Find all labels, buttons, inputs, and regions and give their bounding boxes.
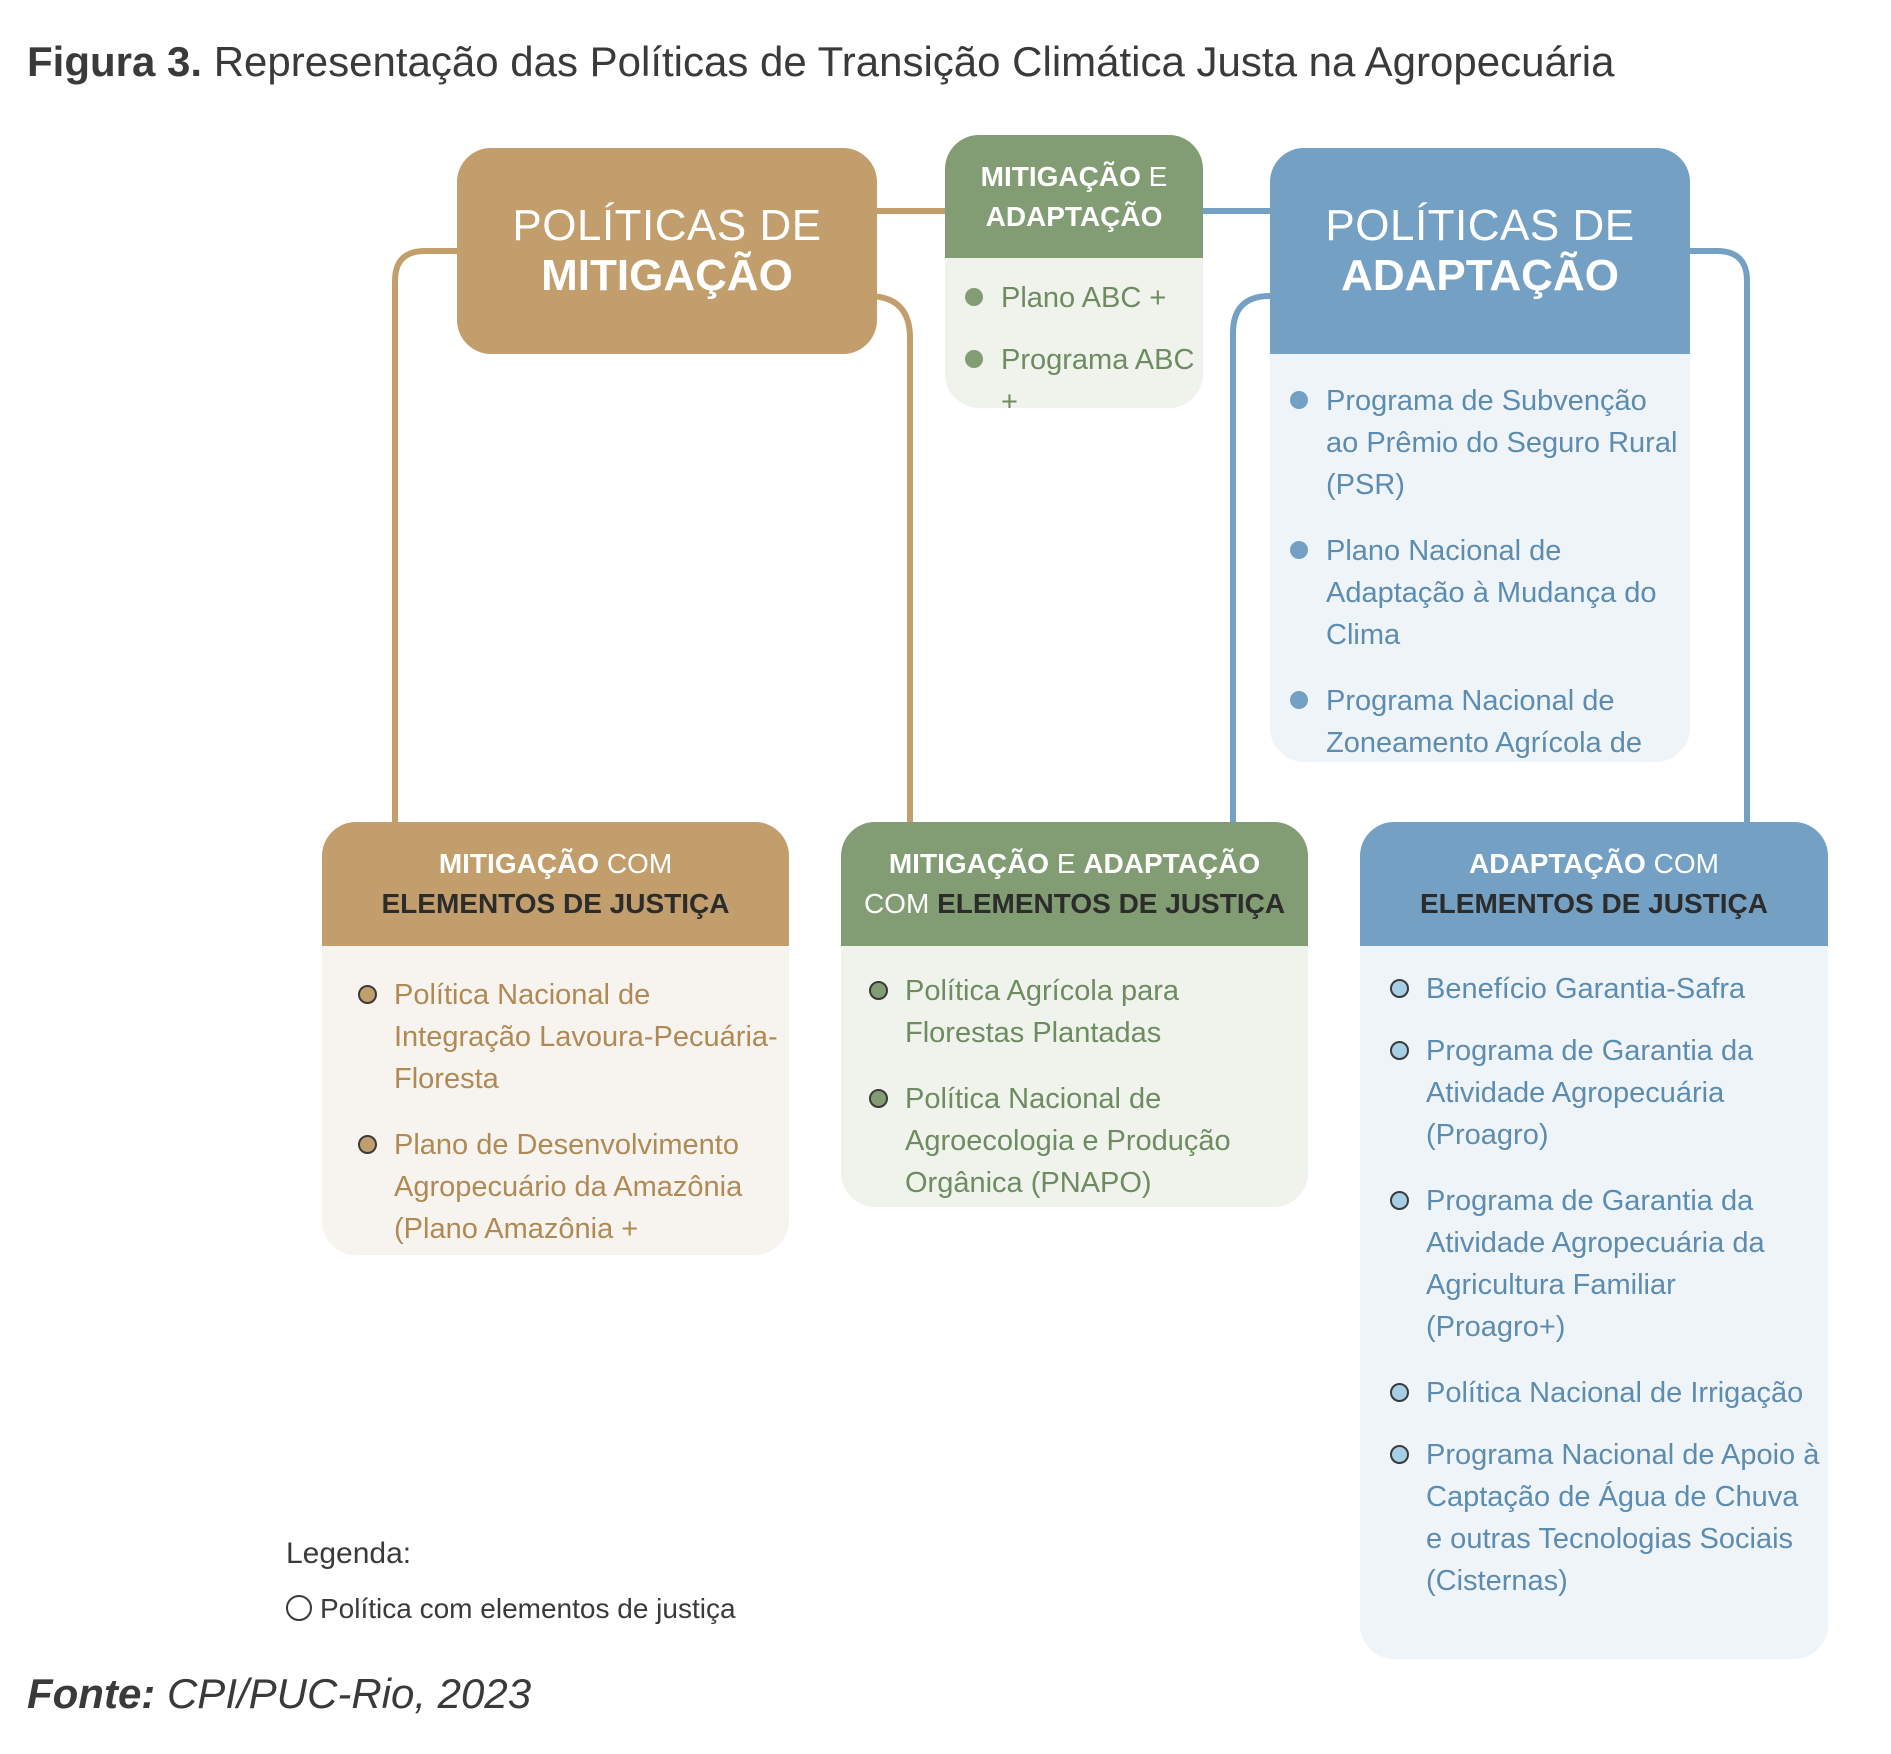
item-list: Política Agrícola para Florestas Plantad… bbox=[841, 946, 1308, 1204]
bullet-icon bbox=[869, 1089, 888, 1108]
connector-mitigacao-left bbox=[392, 248, 457, 822]
header-regular: COM bbox=[1645, 848, 1719, 879]
bullet-icon bbox=[1390, 979, 1409, 998]
bullet-icon bbox=[965, 350, 983, 368]
item-list: Plano ABC + Programa ABC + bbox=[945, 258, 1203, 408]
box-politicas-adaptacao: POLÍTICAS DE ADAPTAÇÃO Programa de Subve… bbox=[1270, 148, 1690, 762]
bullet-icon bbox=[1390, 1191, 1409, 1210]
header-regular: E bbox=[1049, 848, 1084, 879]
source-text: CPI/PUC-Rio, 2023 bbox=[166, 1670, 532, 1717]
list-item: Programa de Garantia da Atividade Agrope… bbox=[1370, 1030, 1822, 1156]
header-bold-adaptacao: ADAPTAÇÃO bbox=[985, 201, 1163, 232]
box-title-line1: POLÍTICAS DE bbox=[512, 201, 822, 250]
list-item: Programa Nacional de Apoio à Captação de… bbox=[1370, 1434, 1822, 1602]
box-mitigacao-com-justica: MITIGAÇÃO COM ELEMENTOS DE JUSTIÇA Polít… bbox=[322, 822, 789, 1255]
list-item: Plano Nacional de Adaptação à Mudança do… bbox=[1270, 530, 1680, 656]
bullet-icon bbox=[1290, 391, 1308, 409]
list-item: Programa ABC + bbox=[945, 339, 1203, 408]
header-bold: ADAPTAÇÃO bbox=[1469, 848, 1646, 879]
list-item: Programa de Subvenção ao Prêmio do Segur… bbox=[1270, 380, 1680, 506]
figure-label: Figura 3. bbox=[27, 38, 203, 85]
item-list: Programa de Subvenção ao Prêmio do Segur… bbox=[1270, 354, 1690, 762]
box-header: MITIGAÇÃO E ADAPTAÇÃO COM ELEMENTOS DE J… bbox=[841, 822, 1308, 946]
bullet-icon bbox=[1390, 1383, 1409, 1402]
connector-adaptacao-right bbox=[1685, 248, 1750, 822]
box-mitigacao-adaptacao-com-justica: MITIGAÇÃO E ADAPTAÇÃO COM ELEMENTOS DE J… bbox=[841, 822, 1308, 1207]
source-note: Fonte: CPI/PUC-Rio, 2023 bbox=[27, 1670, 531, 1718]
bullet-icon bbox=[358, 985, 377, 1004]
bullet-icon bbox=[1390, 1041, 1409, 1060]
box-header: MITIGAÇÃO COM ELEMENTOS DE JUSTIÇA bbox=[322, 822, 789, 946]
header-bold: MITIGAÇÃO bbox=[438, 848, 600, 879]
legend-title: Legenda: bbox=[286, 1537, 412, 1570]
box-politicas-mitigacao: POLÍTICAS DE MITIGAÇÃO bbox=[457, 148, 877, 354]
header-bold-mitigacao: MITIGAÇÃO bbox=[980, 161, 1141, 192]
source-label: Fonte: bbox=[27, 1670, 156, 1717]
header-bold-adaptacao: ADAPTAÇÃO bbox=[1083, 848, 1261, 879]
header-connector: E bbox=[1140, 161, 1168, 192]
header-dark: ELEMENTOS DE JUSTIÇA bbox=[381, 888, 730, 919]
list-item: Benefício Garantia-Safra bbox=[1370, 968, 1822, 1010]
circle-icon bbox=[286, 1595, 312, 1621]
box-mitigacao-e-adaptacao: MITIGAÇÃO E ADAPTAÇÃO Plano ABC + Progra… bbox=[945, 135, 1203, 408]
box-title-line1: POLÍTICAS DE bbox=[1325, 201, 1635, 250]
connector-adaptacao-left bbox=[1230, 293, 1271, 822]
list-item: Programa Nacional de Zoneamento Agrícola… bbox=[1270, 680, 1680, 762]
header-regular-com: COM bbox=[863, 888, 938, 919]
box-header: POLÍTICAS DE ADAPTAÇÃO bbox=[1270, 148, 1690, 354]
bullet-icon bbox=[965, 288, 983, 306]
list-item: Política Nacional de Irrigação bbox=[1370, 1372, 1822, 1414]
header-bold-mitigacao: MITIGAÇÃO bbox=[888, 848, 1050, 879]
box-title-line2: MITIGAÇÃO bbox=[541, 251, 793, 300]
bullet-icon bbox=[1290, 541, 1308, 559]
box-header: ADAPTAÇÃO COM ELEMENTOS DE JUSTIÇA bbox=[1360, 822, 1828, 946]
box-header: MITIGAÇÃO E ADAPTAÇÃO bbox=[945, 135, 1203, 258]
header-dark: ELEMENTOS DE JUSTIÇA bbox=[937, 888, 1286, 919]
item-list: Benefício Garantia-Safra Programa de Gar… bbox=[1360, 946, 1828, 1602]
list-item: Política Nacional de Agroecologia e Prod… bbox=[849, 1078, 1302, 1204]
legend-item: Política com elementos de justiça bbox=[286, 1593, 736, 1625]
box-adaptacao-com-justica: ADAPTAÇÃO COM ELEMENTOS DE JUSTIÇA Benef… bbox=[1360, 822, 1828, 1659]
header-dark: ELEMENTOS DE JUSTIÇA bbox=[1420, 888, 1768, 919]
item-list: Política Nacional de Integração Lavoura-… bbox=[322, 946, 789, 1255]
bullet-icon bbox=[869, 981, 888, 1000]
list-item: Plano ABC + bbox=[945, 277, 1203, 319]
connector-mitigacao-right bbox=[867, 293, 913, 822]
bullet-icon bbox=[1390, 1445, 1409, 1464]
legend-label: Política com elementos de justiça bbox=[320, 1593, 736, 1624]
bullet-icon bbox=[358, 1135, 377, 1154]
list-item: Política Agrícola para Florestas Plantad… bbox=[849, 970, 1302, 1054]
list-item: Programa de Garantia da Atividade Agrope… bbox=[1370, 1180, 1822, 1348]
figure-title-text: Representação das Políticas de Transição… bbox=[213, 38, 1615, 85]
bullet-icon bbox=[1290, 691, 1308, 709]
header-regular: COM bbox=[599, 848, 673, 879]
figure-title: Figura 3. Representação das Políticas de… bbox=[27, 38, 1614, 86]
list-item: Plano de Desenvolvimento Agropecuário da… bbox=[338, 1124, 783, 1255]
box-title-line2: ADAPTAÇÃO bbox=[1341, 251, 1619, 300]
list-item: Política Nacional de Integração Lavoura-… bbox=[338, 974, 783, 1100]
